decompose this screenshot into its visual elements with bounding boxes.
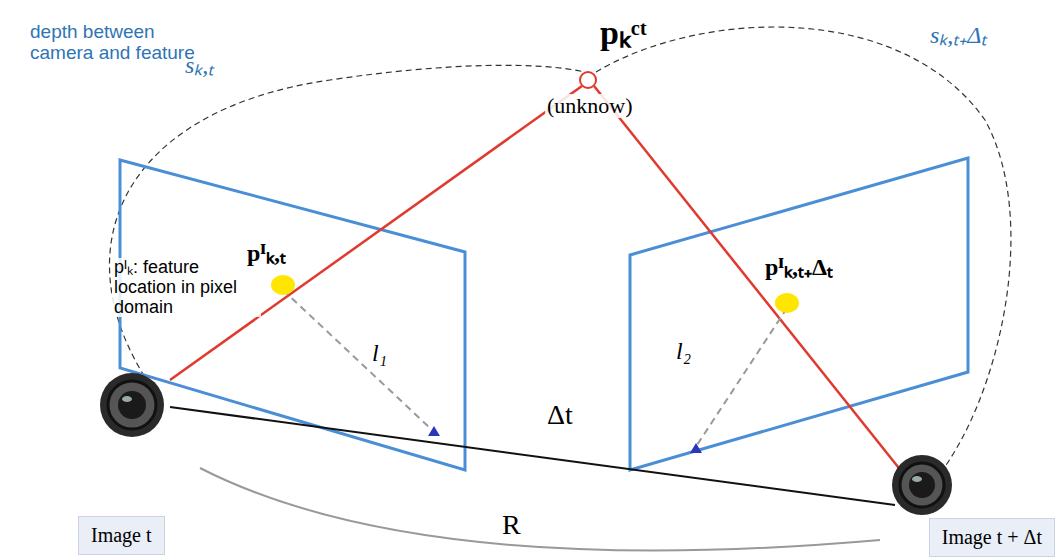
rotation-symbol: R [500, 510, 523, 541]
camera-icon [892, 455, 952, 515]
epipolar-line [697, 308, 787, 445]
baseline [170, 407, 895, 505]
depth-curve [596, 27, 1011, 480]
line-symbol: l₁ [372, 340, 387, 366]
epipolar-line [283, 290, 430, 428]
projection-ray [170, 86, 582, 380]
image-caption-box: Image t [78, 516, 165, 555]
image-plane [630, 158, 968, 470]
feature-point [775, 293, 799, 313]
projection-ray [594, 86, 918, 492]
depth-curve [110, 65, 586, 385]
point-symbol: pₖᶜᵗ [600, 14, 647, 51]
feature-symbol: pᴵₖ,ₜ₊Δₜ [765, 254, 833, 280]
depth-symbol: sₖ,ₜ [185, 52, 214, 78]
interval-symbol: Δt [545, 400, 575, 431]
line-symbol: l₂ [676, 338, 691, 364]
annotation: depth between camera and feature [30, 22, 200, 64]
epipole-mark [428, 426, 440, 436]
annotation: pᴵₖ: feature location in pixel domain [112, 258, 261, 317]
feature-point [271, 275, 295, 295]
feature-symbol: pᴵₖ,ₜ [247, 240, 286, 266]
caption-text: Image t [91, 524, 152, 547]
camera-icon [100, 373, 164, 437]
note: (unknow) [545, 94, 635, 118]
depth-symbol: sₖ,ₜ₊Δₜ [930, 22, 987, 48]
epipole-mark [690, 443, 702, 453]
rotation-arc [200, 468, 880, 551]
image-caption-box: Image t + Δt [929, 518, 1055, 557]
world-point [580, 72, 596, 88]
caption-text: Image t + Δt [942, 526, 1042, 549]
